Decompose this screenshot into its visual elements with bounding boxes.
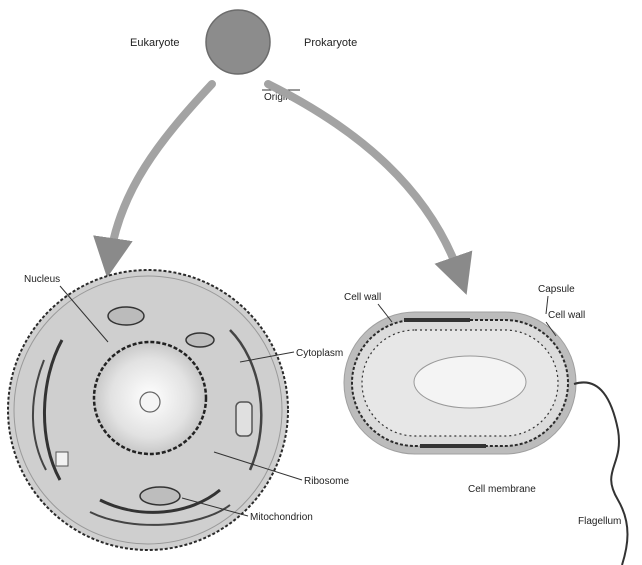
flagellum xyxy=(574,382,628,565)
label-flagellum: Flagellum xyxy=(578,516,621,527)
label-capsule: Capsule xyxy=(538,284,575,295)
arrow-to-eukaryote xyxy=(110,84,212,258)
label-cell-wall-left: Cell wall xyxy=(344,292,381,303)
vacuole xyxy=(236,402,252,436)
mitochondrion-2 xyxy=(140,487,180,505)
golgi-body xyxy=(108,307,144,325)
label-nucleus: Nucleus xyxy=(24,274,60,285)
vesicle xyxy=(56,452,68,466)
label-prokaryote: Prokaryote xyxy=(304,37,357,49)
prokaryotic-cell xyxy=(344,312,628,565)
origin-sphere xyxy=(206,10,270,74)
label-mitochondrion: Mitochondrion xyxy=(250,512,313,523)
nucleolus xyxy=(140,392,160,412)
label-cell-membrane: Cell membrane xyxy=(468,484,536,495)
label-ribosome: Ribosome xyxy=(304,476,349,487)
arrow-to-prokaryote xyxy=(268,84,460,276)
label-cytoplasm: Cytoplasm xyxy=(296,348,343,359)
label-eukaryote: Eukaryote xyxy=(130,37,180,49)
eukaryotic-cell xyxy=(8,270,288,550)
label-cell-wall-right: Cell wall xyxy=(548,310,585,321)
mitochondrion-1 xyxy=(186,333,214,347)
nucleoid xyxy=(414,356,526,408)
